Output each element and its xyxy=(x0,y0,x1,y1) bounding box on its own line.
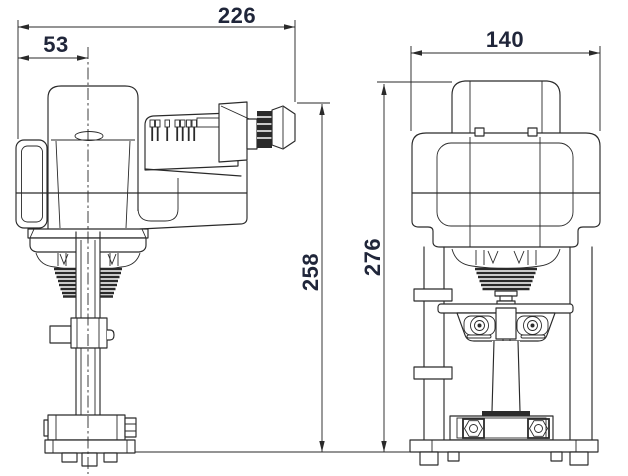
dim-label-258: 258 xyxy=(298,253,323,291)
left-yoke-rod xyxy=(423,246,445,442)
dimension-276: 276 xyxy=(360,84,387,452)
front-skirt-ribs xyxy=(451,248,561,269)
front-housing xyxy=(411,132,601,248)
dimension-226: 226 xyxy=(18,3,295,30)
dim-label-276: 276 xyxy=(360,238,385,276)
arrow-up-icon xyxy=(381,84,387,95)
side-body-outline xyxy=(139,160,248,230)
arrow-left-icon xyxy=(411,50,422,56)
arrow-down-icon xyxy=(381,441,387,452)
rod-collar-upper xyxy=(413,288,453,302)
dim-label-140: 140 xyxy=(486,27,524,52)
side-view xyxy=(15,85,296,467)
cable-gland xyxy=(257,105,296,150)
arrow-left-icon xyxy=(18,24,29,30)
housing-vent-slots xyxy=(149,117,221,141)
stem-indicator-tab xyxy=(49,317,115,349)
front-valve-base xyxy=(409,439,599,466)
front-top-cap xyxy=(451,80,561,133)
valve-stem-front xyxy=(491,340,521,412)
arrow-up-icon xyxy=(319,104,325,115)
rod-collar-lower xyxy=(413,366,453,380)
extension-lines xyxy=(17,20,601,139)
hex-bolt-left xyxy=(463,420,484,437)
side-left-lobe xyxy=(15,139,48,229)
cap-button xyxy=(74,131,104,141)
dimension-53: 53 xyxy=(18,32,88,61)
stem-clamp xyxy=(449,415,554,441)
arrow-right-icon xyxy=(589,50,600,56)
dim-label-53: 53 xyxy=(43,32,68,57)
stem-adapter xyxy=(494,290,518,306)
dimension-258: 258 xyxy=(298,104,325,452)
front-bellows xyxy=(475,267,537,291)
side-top-cap xyxy=(47,85,139,230)
dim-label-226: 226 xyxy=(218,3,256,28)
front-view xyxy=(409,80,601,466)
arrow-right-icon xyxy=(284,24,295,30)
arrow-right-icon xyxy=(77,55,88,61)
hex-bolt-right xyxy=(528,420,549,437)
arrow-down-icon xyxy=(319,441,325,452)
stem-coupling xyxy=(437,303,574,345)
dimension-annotations: 226 53 258 276 140 xyxy=(17,3,601,474)
right-yoke-rod xyxy=(569,246,593,442)
arrow-left-icon xyxy=(18,55,29,61)
gland-bracket xyxy=(218,101,248,163)
side-valve-base xyxy=(43,414,137,467)
dimension-140: 140 xyxy=(411,27,600,56)
